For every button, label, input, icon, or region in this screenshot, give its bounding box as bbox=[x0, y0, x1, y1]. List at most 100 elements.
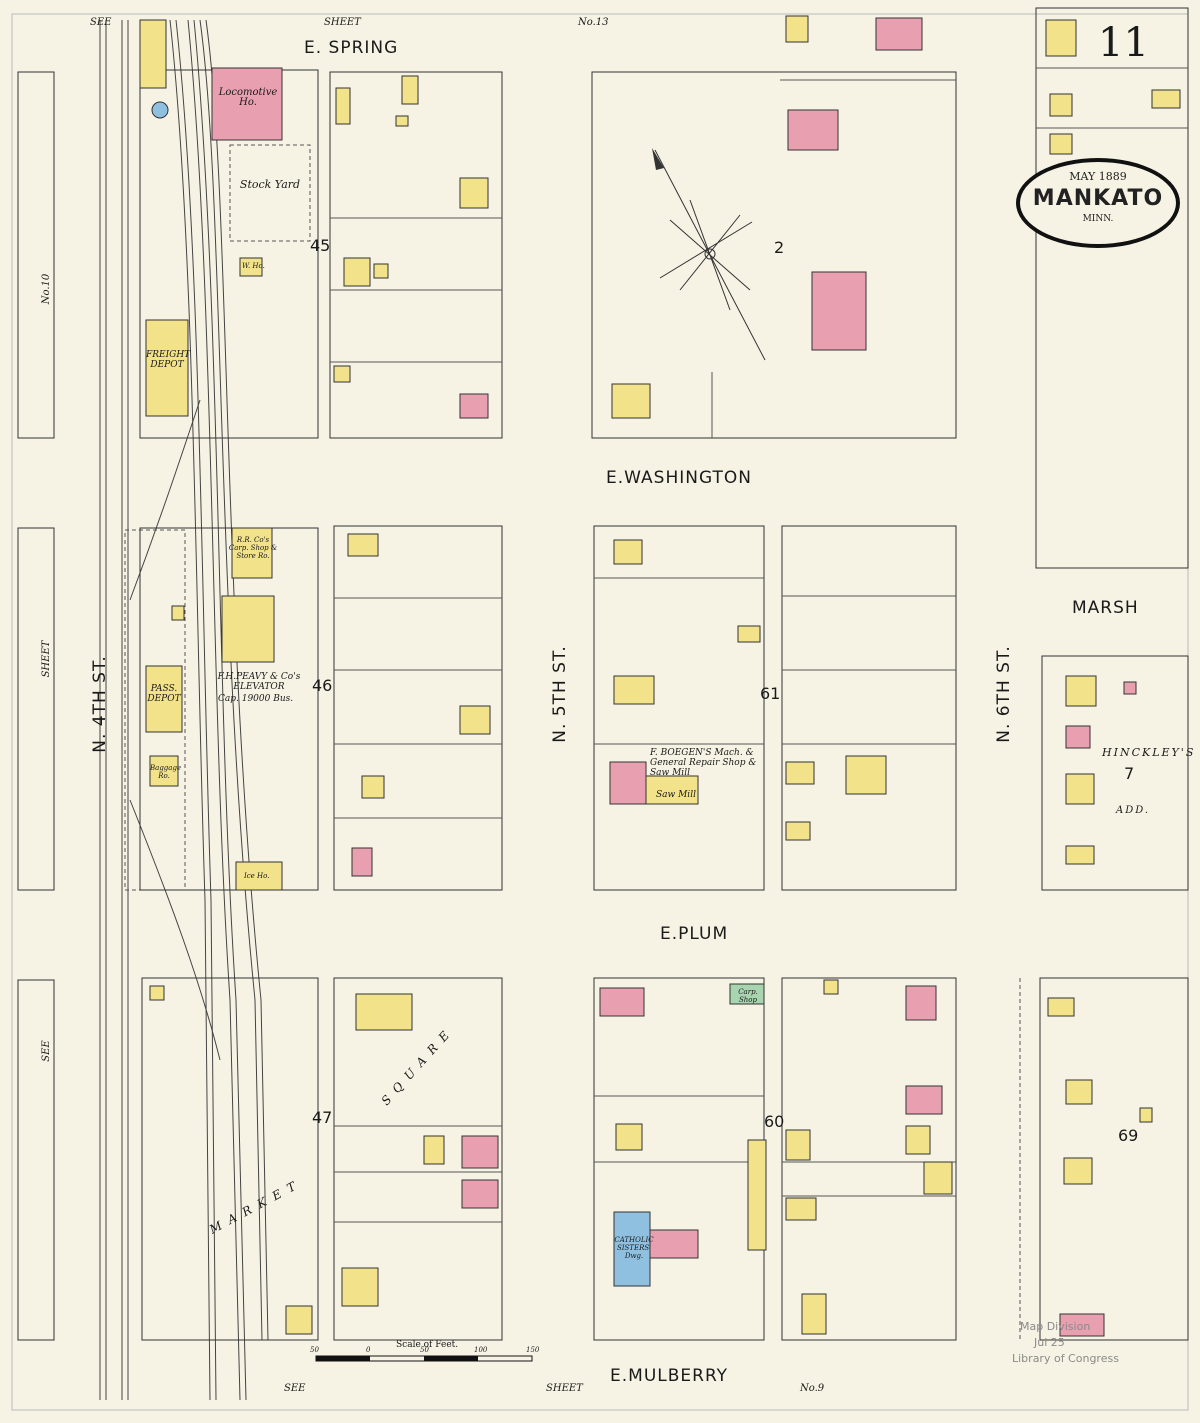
building bbox=[461, 1135, 499, 1169]
building bbox=[905, 1125, 931, 1155]
compass-needle bbox=[652, 148, 664, 170]
building bbox=[459, 177, 489, 209]
building bbox=[1139, 1107, 1153, 1123]
label-carp-shop: Carp. Shop bbox=[738, 988, 758, 1004]
building bbox=[785, 15, 809, 43]
sheet-ref: SEE bbox=[284, 1383, 306, 1394]
label-freight-depot: FREIGHT DEPOT bbox=[146, 350, 191, 370]
block-2 bbox=[591, 71, 957, 439]
block-47-west bbox=[141, 977, 319, 1341]
block-46-west bbox=[139, 527, 319, 891]
label-elevator: F.H.PEAVY & Co's ELEVATOR bbox=[217, 672, 301, 692]
sheet-ref: SEE bbox=[90, 17, 112, 28]
building bbox=[1151, 89, 1181, 109]
block-number: 46 bbox=[312, 676, 333, 695]
block-number: 2 bbox=[774, 238, 785, 257]
building bbox=[401, 75, 419, 105]
track-spur-2 bbox=[129, 799, 221, 1061]
sheet-ref: No.10 bbox=[41, 273, 52, 305]
addition-name: HINCKLEY'S bbox=[1102, 746, 1196, 759]
block-45-east bbox=[329, 71, 503, 439]
building bbox=[341, 1267, 379, 1307]
block-number: 47 bbox=[312, 1108, 333, 1127]
block-61-west bbox=[593, 525, 765, 891]
elevator-building bbox=[221, 595, 275, 663]
building bbox=[459, 705, 491, 735]
library-stamp-line: Map Division bbox=[1020, 1320, 1091, 1333]
building bbox=[1123, 681, 1137, 695]
baggage-room bbox=[149, 755, 179, 787]
building bbox=[845, 755, 887, 795]
building bbox=[1049, 93, 1073, 117]
track-spur-1 bbox=[129, 399, 201, 601]
ice-house bbox=[235, 861, 283, 891]
label-pass-depot: PASS. DEPOT bbox=[147, 684, 181, 704]
building bbox=[737, 625, 761, 643]
sheet-number: 11 bbox=[1098, 20, 1149, 66]
label-catholic-sisters: CATHOLIC SISTERS' Dwg. bbox=[614, 1236, 654, 1260]
map-city: MANKATO bbox=[1032, 186, 1164, 211]
building bbox=[785, 1129, 811, 1161]
scale-tick: 50 bbox=[420, 1346, 429, 1354]
building bbox=[1065, 845, 1095, 865]
building bbox=[347, 533, 379, 557]
adjoining-block-left-2 bbox=[17, 527, 55, 891]
scale-bar bbox=[315, 1355, 533, 1362]
label-locomotive: Locomotive Ho. bbox=[218, 87, 278, 108]
building bbox=[333, 365, 351, 383]
building-row bbox=[747, 1139, 767, 1251]
building bbox=[1065, 675, 1097, 707]
building bbox=[1065, 773, 1095, 805]
sheet-ref: SEE bbox=[41, 1040, 52, 1062]
block-47-east bbox=[333, 977, 503, 1341]
title-cartouche: MAY 1889 MANKATO MINN. bbox=[1016, 158, 1180, 248]
sheet-ref: SHEET bbox=[546, 1383, 583, 1394]
catholic-sisters-wing bbox=[649, 1229, 699, 1259]
building bbox=[823, 979, 839, 995]
block-number: 61 bbox=[760, 684, 781, 703]
building bbox=[875, 17, 923, 51]
block-marsh-upper bbox=[1035, 7, 1189, 569]
building bbox=[459, 393, 489, 419]
building bbox=[335, 87, 351, 125]
label-baggage: Baggage Ro. bbox=[150, 764, 182, 780]
block-46-east bbox=[333, 525, 503, 891]
boegen-shop bbox=[609, 761, 647, 805]
compass-center bbox=[704, 248, 716, 260]
map-date: MAY 1889 bbox=[1069, 170, 1127, 183]
building bbox=[811, 271, 867, 351]
locomotive-house bbox=[211, 67, 283, 141]
adjoining-block-left-1 bbox=[17, 71, 55, 439]
label-ice-house: Ice Ho. bbox=[244, 872, 270, 880]
scale-tick: 150 bbox=[526, 1346, 540, 1354]
building bbox=[373, 263, 389, 279]
track-6 bbox=[175, 19, 217, 1401]
catholic-sisters bbox=[613, 1211, 651, 1287]
label-w-ho: W. Ho. bbox=[242, 262, 265, 270]
track-9 bbox=[199, 19, 263, 1341]
passenger-depot bbox=[145, 665, 183, 733]
building bbox=[615, 1123, 643, 1151]
block-number: 69 bbox=[1118, 1126, 1139, 1145]
building bbox=[1049, 133, 1073, 155]
building bbox=[461, 1179, 499, 1209]
saw-mill bbox=[645, 775, 699, 805]
compass-ray bbox=[679, 214, 741, 291]
track-8 bbox=[193, 19, 247, 1401]
block-number: 45 bbox=[310, 236, 331, 255]
label-saw-mill: Saw Mill bbox=[656, 790, 696, 800]
building bbox=[905, 1085, 943, 1115]
label-rr-shop: R.R. Co's Carp. Shop & Store Ro. bbox=[228, 536, 278, 560]
scale-tick: 100 bbox=[474, 1346, 488, 1354]
sheet-ref: No.9 bbox=[800, 1383, 825, 1394]
scale-label: Scale of Feet. bbox=[396, 1340, 459, 1350]
sheet-ref: SHEET bbox=[41, 640, 52, 678]
track-7 bbox=[187, 19, 241, 1401]
building bbox=[171, 605, 185, 621]
building bbox=[355, 993, 413, 1031]
block-number: 60 bbox=[764, 1112, 785, 1131]
compass-ray bbox=[689, 199, 731, 311]
building bbox=[1047, 997, 1075, 1017]
sheet-ref: SHEET bbox=[324, 17, 361, 28]
